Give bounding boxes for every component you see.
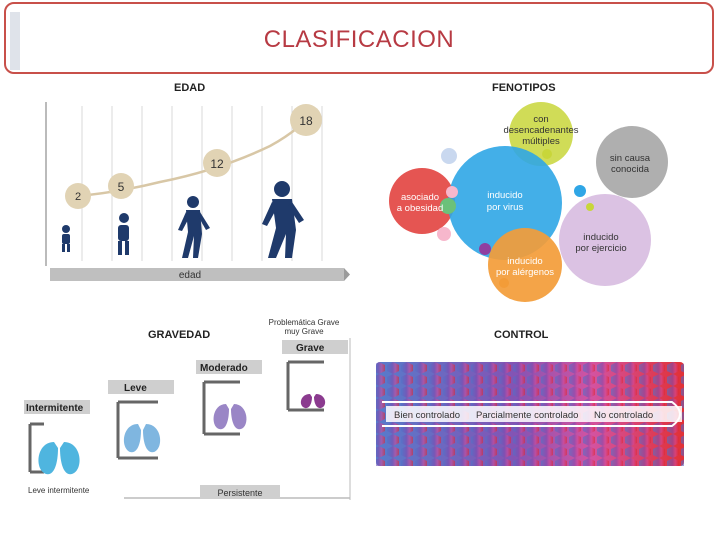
level-label: Leve [124, 383, 147, 394]
title-tab [10, 12, 20, 70]
bubble-label: múltiples [522, 136, 560, 147]
decor-dot [574, 185, 586, 197]
bubble-label: conocida [611, 164, 650, 175]
edad-heading: EDAD [174, 82, 206, 94]
decor-dot [479, 243, 491, 255]
page-title: CLASIFICACION [263, 26, 455, 53]
clamp-4 [286, 360, 324, 412]
decor-dot [499, 278, 509, 288]
bubble-ejercicio [559, 194, 651, 286]
decor-dot [542, 149, 552, 159]
age-label: 5 [118, 180, 125, 194]
control-arrow-outline [382, 401, 681, 427]
level-box-grave [282, 340, 348, 354]
persistente-label: Persistente [217, 488, 262, 498]
bubble-label: inducido [507, 256, 542, 267]
control-state: No controlado [594, 410, 653, 421]
age-label: 12 [210, 157, 224, 171]
child-silhouette [118, 213, 129, 255]
bubble-obesidad [389, 168, 455, 234]
clamp-1 [28, 422, 44, 474]
level-label: Intermitente [26, 403, 84, 414]
bubble-label: inducido [583, 232, 618, 243]
leve-intermitente-label: Leve intermitente [28, 486, 90, 495]
lungs-leve-icon [123, 424, 161, 453]
control-heading: CONTROL [494, 329, 549, 341]
decor-dot [437, 227, 451, 241]
age-circle-5 [108, 173, 134, 199]
fenotipos-figure: con desencadenantes múltiples sin causa … [389, 102, 668, 302]
control-state: Parcialmente controlado [476, 410, 578, 421]
fenotipos-heading: FENOTIPOS [492, 82, 556, 94]
level-label: Moderado [200, 363, 248, 374]
gravedad-heading: GRAVEDAD [148, 329, 211, 341]
adult-silhouette [262, 181, 304, 258]
clamp-3 [202, 380, 240, 436]
edad-axis-bar [50, 268, 344, 281]
age-label: 18 [299, 114, 313, 128]
bubble-label: a obesidad [397, 203, 443, 214]
age-circle-2 [65, 183, 91, 209]
title-box: CLASIFICACION [4, 2, 714, 74]
bubble-label: sin causa [610, 153, 651, 164]
decor-dot [446, 186, 458, 198]
level-box-intermitente [24, 400, 90, 414]
edad-axis-label: edad [179, 270, 201, 281]
edad-axis-arrow [344, 268, 350, 281]
level-box-moderado [196, 360, 262, 374]
control-state: Bien controlado [394, 410, 460, 421]
level-box-leve [108, 380, 174, 394]
gravedad-figure: Intermitente Leve Moderado Grave Persist… [24, 338, 351, 500]
lungs-moderado-icon [213, 404, 247, 430]
teen-silhouette [178, 196, 210, 258]
bubble-label: inducido [487, 190, 522, 201]
decor-dot [440, 198, 456, 214]
bubble-sin-causa [596, 126, 668, 198]
gravedad-top-note: Problemática Grave muy Grave [268, 318, 340, 336]
bubble-label: con [533, 114, 548, 125]
persistente-box [200, 485, 280, 499]
control-figure: Bien controlado Parcialmente controlado … [376, 362, 684, 466]
lungs-intermitente-icon [38, 442, 80, 475]
age-circle-12 [203, 149, 231, 177]
age-circle-18 [290, 104, 322, 136]
edad-figure: 2 5 12 18 edad [45, 102, 350, 281]
child-silhouette-small [62, 225, 70, 252]
bubble-label: por virus [487, 202, 524, 213]
level-label: Grave [296, 343, 325, 354]
clamp-2 [116, 400, 158, 460]
bubble-label: asociado [401, 192, 439, 203]
control-band [386, 406, 682, 422]
decor-dot [586, 203, 594, 211]
bubble-label: por ejercicio [575, 243, 626, 254]
age-label: 2 [75, 191, 81, 203]
bubble-label: por alérgenos [496, 267, 554, 278]
decor-dot [441, 148, 457, 164]
bubble-label: desencadenantes [503, 125, 578, 136]
lungs-grave-icon [300, 394, 326, 409]
